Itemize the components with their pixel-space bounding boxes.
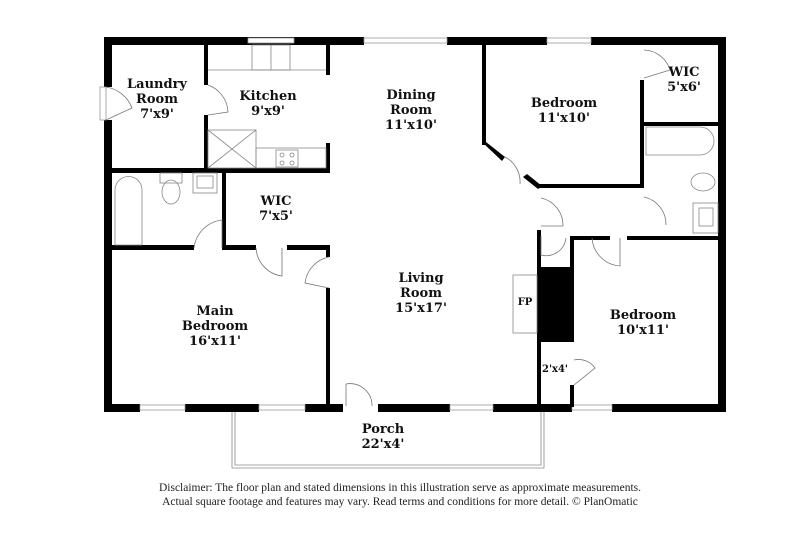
room-name: Bedroom bbox=[609, 308, 677, 323]
toilet-tank-icon bbox=[159, 172, 183, 184]
disclaimer-line-2: Actual square footage and features may v… bbox=[162, 496, 638, 508]
disclaimer-line-1: Disclaimer: The floor plan and stated di… bbox=[158, 482, 642, 494]
room-porch: Porch 22'x4' bbox=[362, 422, 405, 452]
fireplace-hearth bbox=[512, 274, 538, 334]
room-name: Dining bbox=[386, 88, 436, 103]
room-dimensions: 7'x5' bbox=[259, 209, 293, 224]
room-main-bedroom: Main Bedroom 16'x11' bbox=[182, 304, 248, 349]
stove-icon bbox=[275, 149, 299, 168]
room-name: Bedroom bbox=[530, 96, 598, 111]
room-name: Room bbox=[390, 103, 432, 118]
room-name: Room bbox=[136, 92, 178, 107]
room-bedroom-3: Bedroom 10'x11' bbox=[610, 308, 676, 338]
room-name: Kitchen bbox=[239, 89, 297, 104]
sink-icon-2 bbox=[692, 202, 719, 234]
room-dimensions: 16'x11' bbox=[189, 334, 241, 349]
room-dimensions: 2'x4' bbox=[541, 364, 569, 375]
room-dimensions: 15'x17' bbox=[395, 301, 447, 316]
room-name: Main bbox=[196, 304, 234, 319]
room-dimensions: 10'x11' bbox=[617, 323, 669, 338]
room-name: Living bbox=[398, 271, 444, 286]
porch-outline bbox=[231, 412, 545, 469]
toilet-icon-2 bbox=[690, 172, 716, 192]
room-wic-1: WIC 7'x5' bbox=[259, 194, 293, 224]
exterior-walls bbox=[104, 37, 726, 412]
room-dimensions: 11'x10' bbox=[538, 111, 590, 126]
room-living: Living Room 15'x17' bbox=[395, 271, 447, 316]
room-closet: 2'x4' bbox=[542, 364, 568, 376]
fireplace-text: FP bbox=[517, 297, 533, 308]
disclaimer: Disclaimer: The floor plan and stated di… bbox=[0, 481, 800, 509]
room-dining: Dining Room 11'x10' bbox=[385, 88, 437, 133]
room-name: WIC bbox=[260, 194, 292, 209]
bathtub-icon bbox=[114, 176, 143, 246]
room-wic-2: WIC 5'x6' bbox=[667, 65, 701, 95]
fixtures bbox=[114, 44, 719, 334]
toilet-icon bbox=[161, 179, 181, 205]
bathtub-icon-2 bbox=[645, 126, 715, 156]
room-dimensions: 11'x10' bbox=[385, 118, 437, 133]
room-kitchen: Kitchen 9'x9' bbox=[239, 89, 296, 119]
room-name: Bedroom bbox=[181, 319, 249, 334]
windows bbox=[99, 37, 613, 411]
interior-walls bbox=[104, 45, 720, 410]
room-name: Laundry bbox=[127, 77, 187, 92]
room-dimensions: 9'x9' bbox=[251, 104, 285, 119]
sink-icon bbox=[192, 172, 218, 194]
room-name: WIC bbox=[668, 65, 700, 80]
fireplace-label: FP bbox=[518, 297, 533, 309]
room-name: Room bbox=[400, 286, 442, 301]
room-bedroom-2: Bedroom 11'x10' bbox=[531, 96, 597, 126]
door-swings bbox=[105, 49, 671, 407]
room-laundry: Laundry Room 7'x9' bbox=[127, 77, 187, 122]
room-dimensions: 5'x6' bbox=[667, 80, 701, 95]
room-dimensions: 7'x9' bbox=[140, 107, 174, 122]
room-name: Porch bbox=[361, 422, 405, 437]
room-dimensions: 22'x4' bbox=[361, 437, 405, 452]
